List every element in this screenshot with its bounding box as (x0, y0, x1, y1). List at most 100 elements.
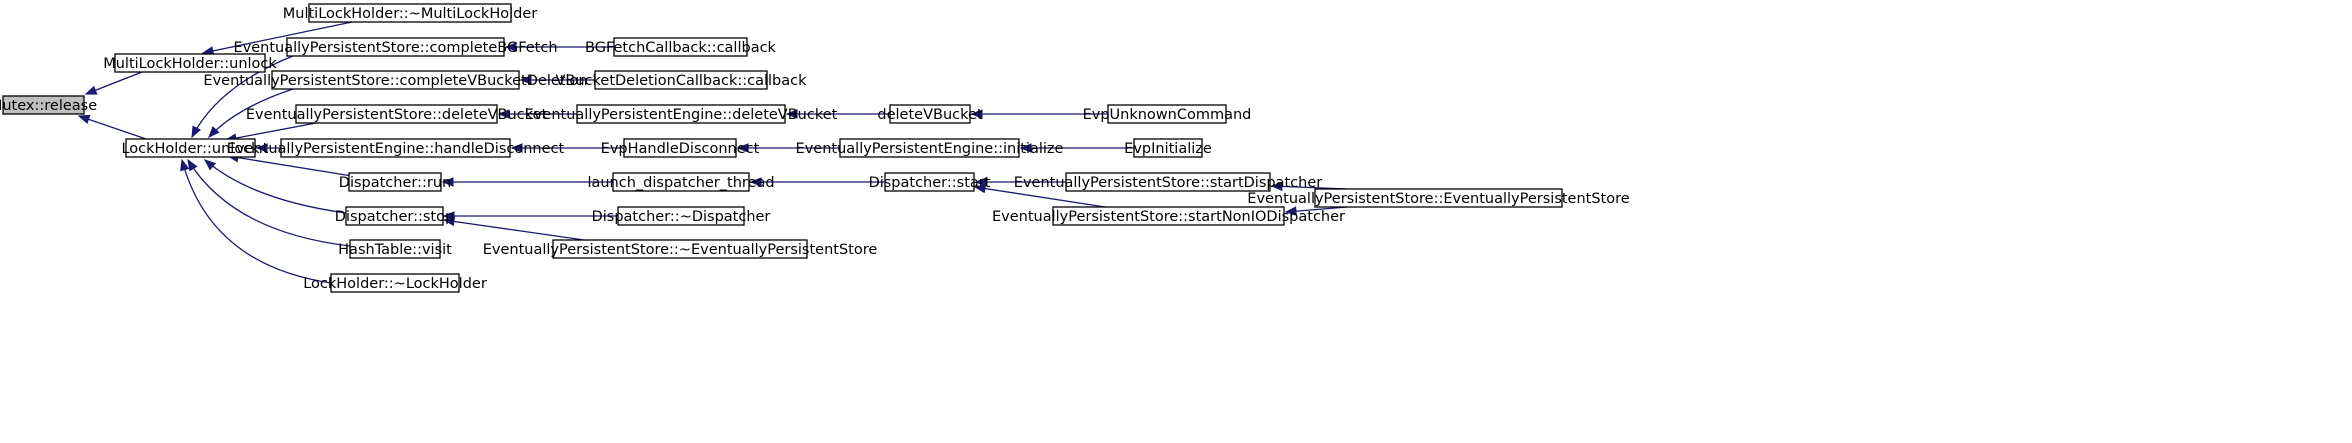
node-label: Mutex::release (0, 98, 97, 114)
edge-eps-deletevbucket-to-lockholder-unlock (225, 122, 317, 141)
edge-eps-completebgfetch-to-lockholder-unlock (191, 55, 294, 138)
node-dispatcher-run[interactable]: Dispatcher::run (339, 172, 451, 192)
edges-layer (77, 21, 1348, 284)
node-label: LockHolder::unlock (121, 141, 260, 157)
node-label: Dispatcher::~Dispatcher (592, 209, 771, 225)
edge-eps-ctor-to-eps-startdispatcher-arrowhead (1270, 181, 1283, 192)
node-box (576, 104, 786, 124)
edge-launch-dispatcher-thread-to-dispatcher-run-arrowhead (441, 177, 454, 187)
node-dispatcher-dtor[interactable]: Dispatcher::~Dispatcher (592, 206, 771, 226)
node-label: MultiLockHolder::~MultiLockHolder (283, 6, 537, 22)
node-label: Dispatcher::run (339, 175, 451, 191)
node-box (286, 37, 505, 57)
node-epe-deletevbucket[interactable]: EventuallyPersistentEngine::deleteVBucke… (525, 104, 838, 124)
edge-evpunknowncommand-to-deletevbucket-arrowhead (970, 109, 983, 119)
node-box (617, 206, 745, 226)
node-hashtable-visit[interactable]: HashTable::visit (338, 239, 452, 259)
node-box (612, 172, 750, 192)
edge-lockholder-unlock-to-mutex-release (78, 115, 147, 140)
edge-lockholder-dtor-to-lockholder-unlock-arrowhead (180, 158, 190, 172)
edge-eps-completevbucketdeletion-to-lockholder-unlock-arrowhead (208, 126, 220, 138)
node-label: EvpHandleDisconnect (601, 141, 760, 157)
node-eps-dtor[interactable]: EventuallyPersistentStore::~EventuallyPe… (483, 239, 878, 259)
node-box (1314, 188, 1563, 208)
node-box (839, 138, 1020, 158)
edge-eps-ctor-to-eps-startnoniodispatcher-arrowhead (1284, 206, 1297, 216)
node-box (330, 273, 460, 293)
node-multilockholder-unlock[interactable]: MultiLockHolder::unlock (103, 53, 277, 73)
node-box (308, 3, 512, 23)
edge-multilockholder-dtor-to-multilockholder-unlock (202, 21, 353, 54)
node-box (594, 70, 768, 90)
node-evpunknowncommand[interactable]: EvpUnknownCommand (1083, 104, 1252, 124)
node-label: EvpUnknownCommand (1083, 107, 1252, 123)
node-lockholder-dtor[interactable]: LockHolder::~LockHolder (303, 273, 487, 293)
edge-epe-deletevbucket-to-eps-deletevbucket-arrowhead (497, 109, 510, 119)
node-bgfetchcallback-callback[interactable]: BGFetchCallback::callback (585, 37, 777, 57)
node-eps-startnoniodispatcher[interactable]: EventuallyPersistentStore::startNonIODis… (992, 206, 1345, 226)
node-mutex-release[interactable]: Mutex::release (0, 95, 97, 115)
node-box (884, 172, 975, 192)
node-eps-startdispatcher[interactable]: EventuallyPersistentStore::startDispatch… (1014, 172, 1322, 192)
node-box (1065, 172, 1271, 192)
edge-epe-handledisconnect-to-lockholder-unlock-arrowhead (255, 143, 268, 153)
node-box (1133, 138, 1203, 158)
node-vbucketdeletioncallback-callback[interactable]: VBucketDeletionCallback::callback (556, 70, 808, 90)
edge-epe-initialize-to-evphandledisconnect-arrowhead (736, 143, 749, 153)
edge-lockholder-unlock-to-mutex-release-arrowhead (77, 114, 91, 124)
edge-eps-startnoniodispatcher-to-dispatcher-start (974, 186, 1106, 208)
node-multilockholder-dtor[interactable]: MultiLockHolder::~MultiLockHolder (283, 3, 537, 23)
node-eps-ctor[interactable]: EventuallyPersistentStore::EventuallyPer… (1247, 188, 1630, 208)
nodes-layer: Mutex::release MultiLockHolder::unlockLoc… (0, 3, 1630, 293)
node-box (348, 172, 442, 192)
edge-evphandledisconnect-to-epe-handledisconnect-arrowhead (510, 143, 523, 153)
edge-eps-completebgfetch-to-lockholder-unlock-arrowhead (191, 125, 201, 139)
node-label: EventuallyPersistentStore::EventuallyPer… (1247, 191, 1629, 207)
node-label: EventuallyPersistentStore::deleteVBucket (246, 107, 548, 123)
node-label: Dispatcher::stop (335, 209, 454, 225)
node-label: EventuallyPersistentStore::completeBGFet… (233, 40, 557, 56)
node-box (1107, 104, 1227, 124)
edge-bgfetchcallback-callback-to-eps-completebgfetch-arrowhead (504, 42, 517, 52)
node-label: MultiLockHolder::unlock (103, 56, 277, 72)
node-box (114, 53, 266, 73)
node-label: EventuallyPersistentStore::completeVBuck… (203, 73, 587, 89)
edge-hashtable-visit-to-lockholder-unlock-arrowhead (187, 158, 198, 172)
node-epe-handledisconnect[interactable]: EventuallyPersistentEngine::handleDiscon… (227, 138, 565, 158)
node-evpinitialize[interactable]: EvpInitialize (1124, 138, 1212, 158)
node-label: EvpInitialize (1124, 141, 1212, 157)
node-epe-initialize[interactable]: EventuallyPersistentEngine::initialize (796, 138, 1064, 158)
edge-deletevbucket-to-epe-deletevbucket-arrowhead (785, 109, 798, 119)
edge-eps-startdispatcher-to-dispatcher-start-arrowhead (974, 177, 987, 187)
node-label: VBucketDeletionCallback::callback (556, 73, 808, 89)
node-eps-completevbucketdeletion[interactable]: EventuallyPersistentStore::completeVBuck… (203, 70, 588, 90)
node-box (889, 104, 971, 124)
node-label: EventuallyPersistentEngine::initialize (796, 141, 1064, 157)
node-label: Dispatcher::start (869, 175, 991, 191)
node-label: HashTable::visit (338, 242, 452, 258)
node-box (2, 95, 85, 115)
node-label: launch_dispatcher_thread (587, 175, 774, 191)
node-lockholder-unlock[interactable]: LockHolder::unlock (121, 138, 260, 158)
edge-eps-dtor-to-dispatcher-stop (443, 219, 585, 241)
edge-evpinitialize-to-epe-initialize-arrowhead (1019, 143, 1032, 153)
node-box (1052, 206, 1285, 226)
node-box (349, 239, 441, 259)
node-box (295, 104, 498, 124)
edge-vbucketdeletioncallback-callback-to-eps-completevbucketdeletion-arrowhead (519, 75, 532, 85)
edge-multilockholder-unlock-to-mutex-release-arrowhead (84, 85, 98, 95)
edge-dispatcher-stop-to-lockholder-unlock (204, 159, 347, 214)
node-dispatcher-start[interactable]: Dispatcher::start (869, 172, 991, 192)
edge-dispatcher-start-to-launch-dispatcher-thread-arrowhead (749, 177, 762, 187)
node-box (271, 70, 520, 90)
node-eps-deletevbucket[interactable]: EventuallyPersistentStore::deleteVBucket (246, 104, 548, 124)
node-label: EventuallyPersistentStore::~EventuallyPe… (483, 242, 878, 258)
node-launch-dispatcher-thread[interactable]: launch_dispatcher_thread (587, 172, 775, 192)
node-box (280, 138, 511, 158)
node-deletevbucket[interactable]: deleteVBucket (877, 104, 983, 124)
node-eps-completebgfetch[interactable]: EventuallyPersistentStore::completeBGFet… (233, 37, 558, 57)
node-box (125, 138, 256, 158)
node-evphandledisconnect[interactable]: EvpHandleDisconnect (601, 138, 760, 158)
node-dispatcher-stop[interactable]: Dispatcher::stop (335, 206, 454, 226)
